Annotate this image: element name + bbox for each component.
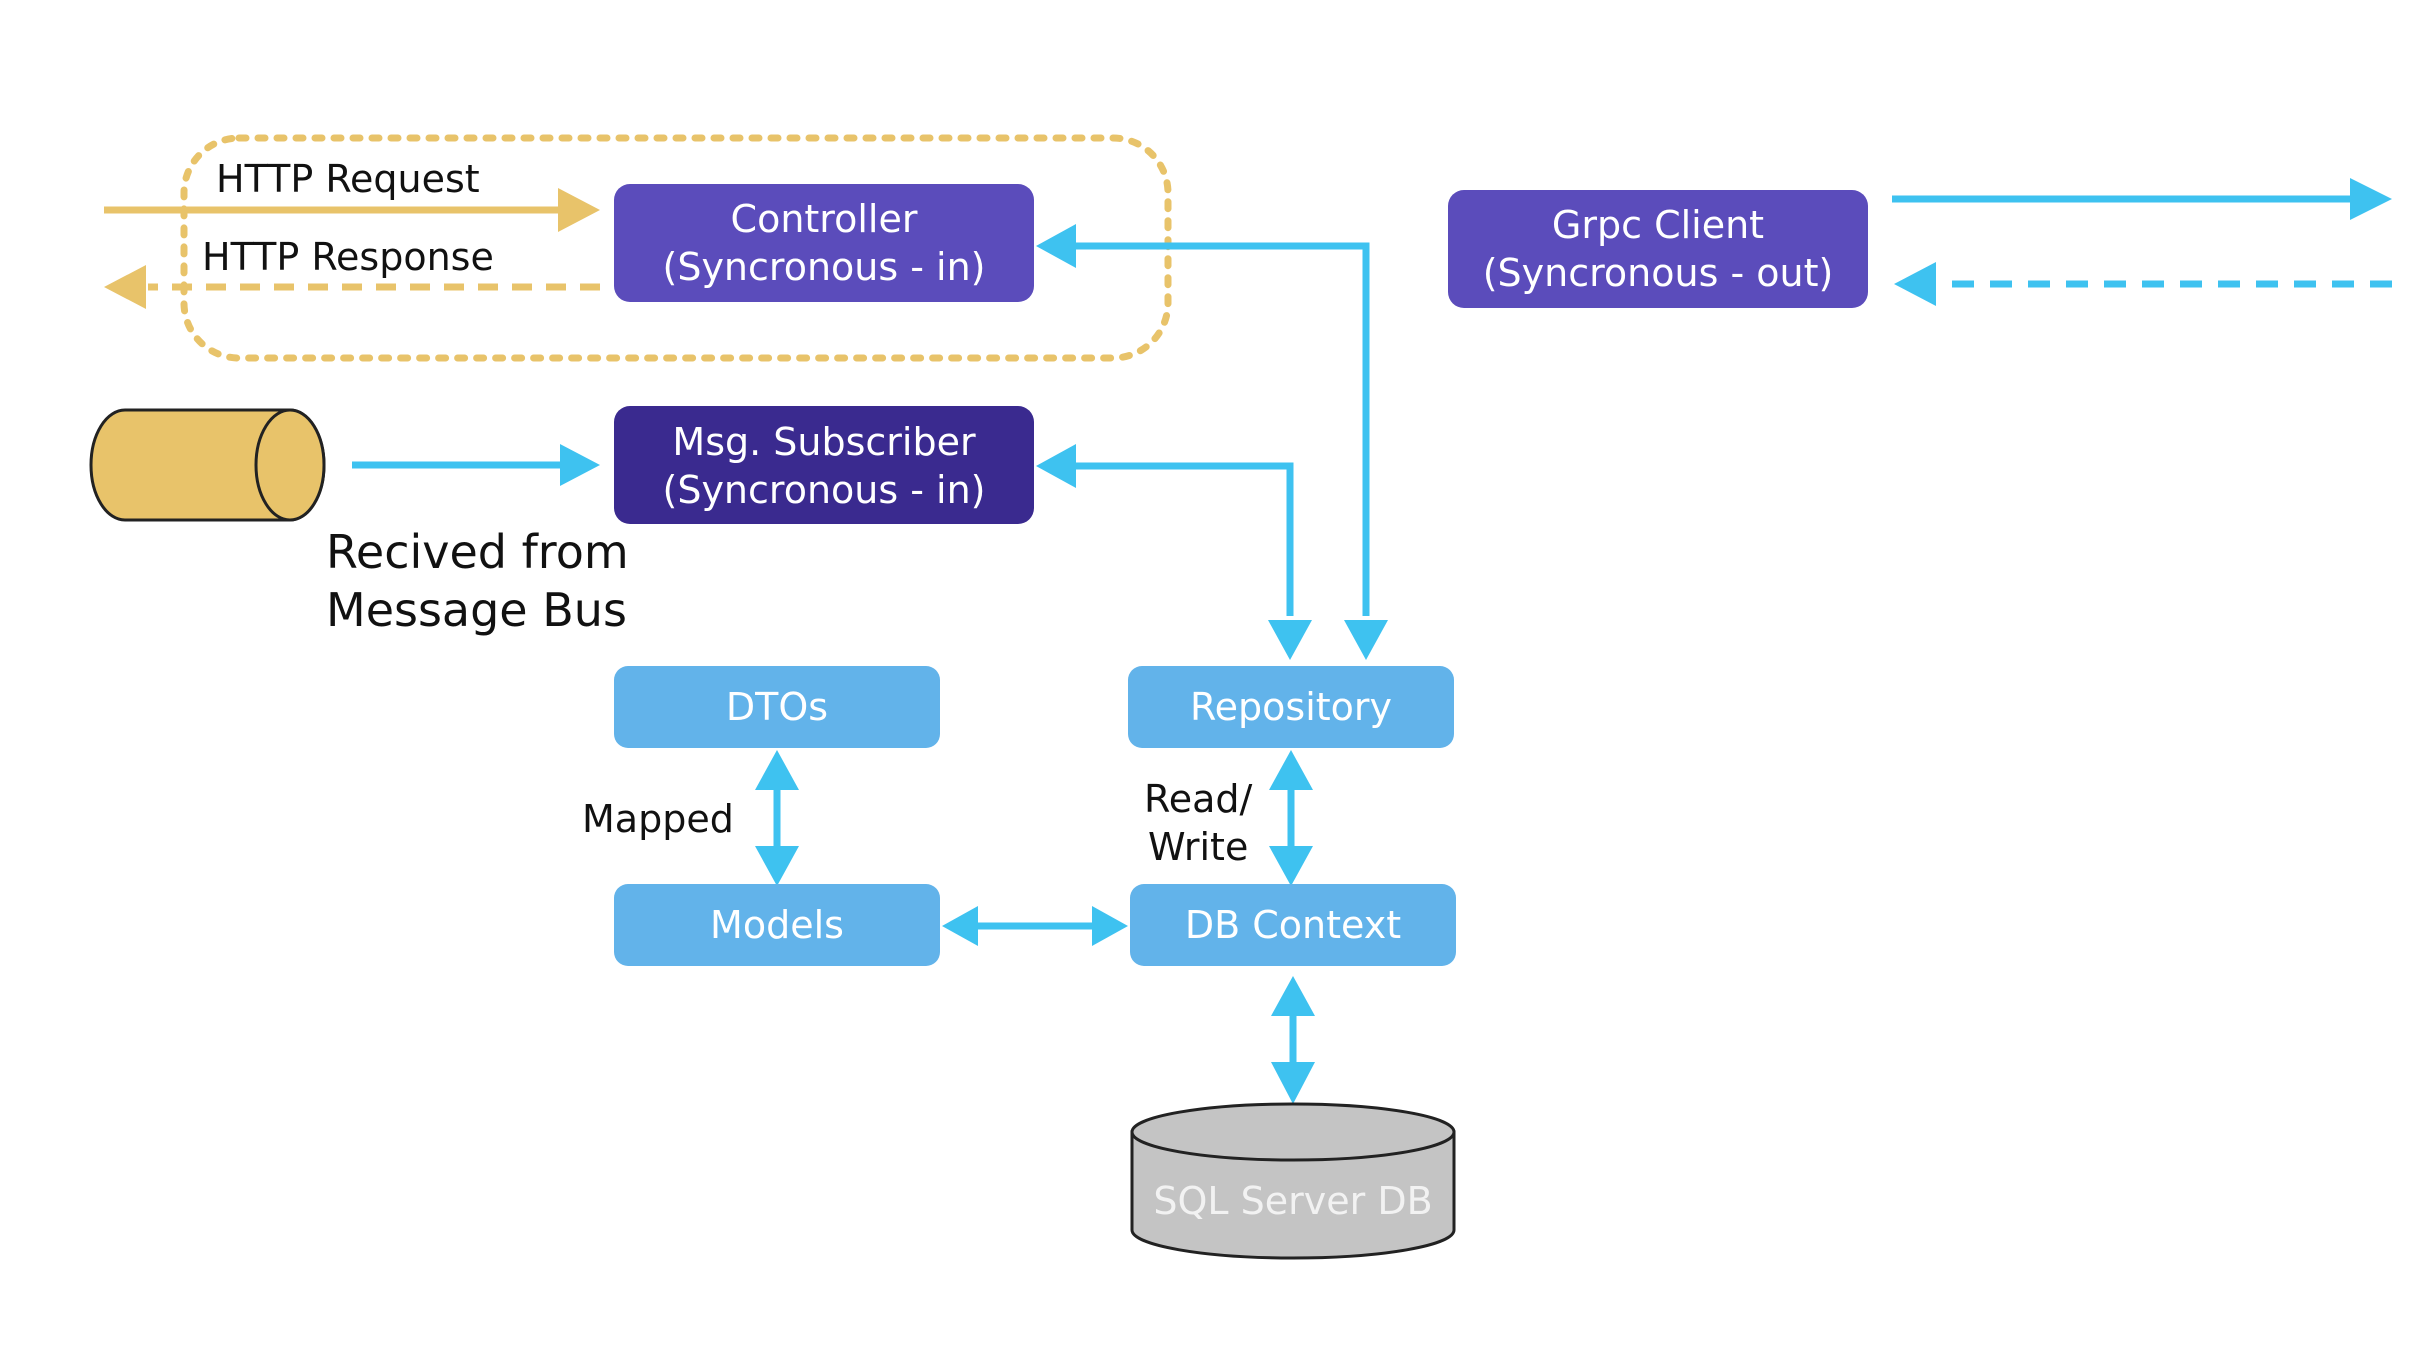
- dtos-box: DTOs: [614, 666, 940, 748]
- repository-dbcontext-arrow: [1269, 750, 1313, 886]
- database-label: SQL Server DB: [1153, 1179, 1432, 1223]
- mapped-label: Mapped: [582, 797, 734, 841]
- message-bus-icon: [89, 408, 326, 522]
- grpc-outbound-arrow: [1892, 178, 2392, 220]
- grpc-client-subtitle: (Syncronous - out): [1483, 251, 1834, 295]
- dtos-label: DTOs: [726, 685, 828, 729]
- controller-box: Controller (Syncronous - in): [614, 184, 1034, 302]
- http-request-arrow: [104, 188, 600, 232]
- dbcontext-label: DB Context: [1185, 903, 1401, 947]
- bus-to-subscriber-arrow: [352, 444, 600, 486]
- repository-label: Repository: [1190, 685, 1392, 729]
- controller-title: Controller: [731, 197, 918, 241]
- models-box: Models: [614, 884, 940, 966]
- sql-server-db-icon: SQL Server DB: [1130, 1102, 1456, 1260]
- grpc-client-title: Grpc Client: [1552, 203, 1764, 247]
- subscriber-repository-connector: [1036, 444, 1312, 660]
- dbcontext-database-arrow: [1271, 976, 1315, 1104]
- models-label: Models: [710, 903, 844, 947]
- controller-repository-connector: [1036, 224, 1388, 660]
- msg-subscriber-title: Msg. Subscriber: [672, 420, 976, 464]
- dtos-models-arrow: [755, 750, 799, 886]
- grpc-return-arrow: [1894, 262, 2392, 306]
- bus-label-line2: Message Bus: [326, 583, 627, 637]
- readwrite-label-line1: Read/: [1144, 777, 1252, 821]
- bus-label-line1: Recived from: [326, 525, 629, 579]
- readwrite-label-line2: Write: [1148, 825, 1248, 869]
- grpc-client-box: Grpc Client (Syncronous - out): [1448, 190, 1868, 308]
- repository-box: Repository: [1128, 666, 1454, 748]
- controller-subtitle: (Syncronous - in): [663, 245, 986, 289]
- http-response-arrow: [104, 265, 600, 309]
- msg-subscriber-box: Msg. Subscriber (Syncronous - in): [614, 406, 1034, 524]
- msg-subscriber-subtitle: (Syncronous - in): [663, 468, 986, 512]
- http-request-label: HTTP Request: [216, 157, 480, 201]
- http-response-label: HTTP Response: [202, 235, 494, 279]
- models-dbcontext-arrow: [942, 906, 1128, 946]
- dbcontext-box: DB Context: [1130, 884, 1456, 966]
